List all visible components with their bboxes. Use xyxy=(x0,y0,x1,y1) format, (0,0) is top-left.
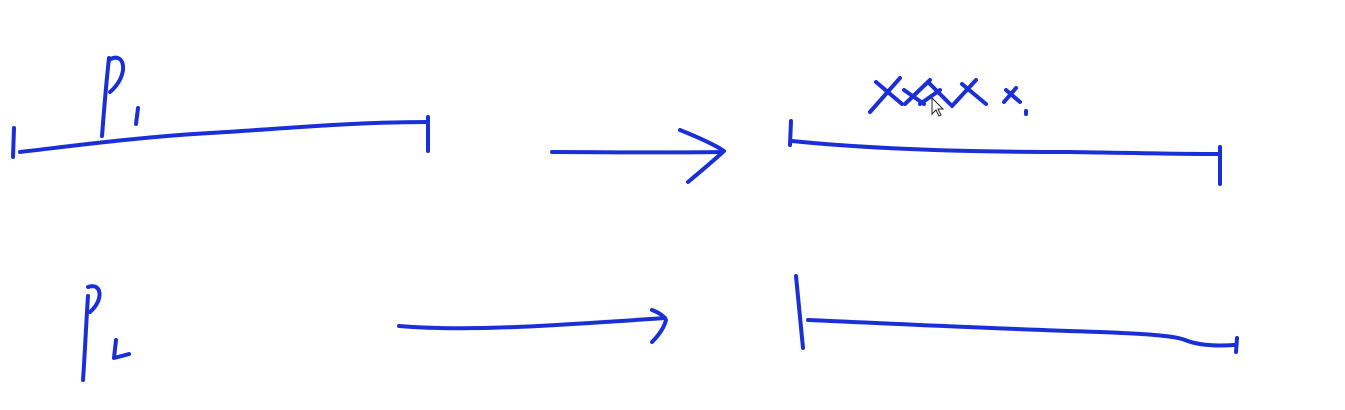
label-p2-p-stem xyxy=(81,294,90,382)
segment-p1-line xyxy=(18,120,430,154)
x-mark-4b xyxy=(950,78,978,108)
label-p2-p-bowl xyxy=(86,284,102,314)
segment-result-bottom-left-tick xyxy=(794,274,805,350)
label-p2-subscript-2 xyxy=(112,338,131,360)
x-mark-3b xyxy=(918,88,942,106)
segment-result-bottom-right-tick xyxy=(1234,336,1239,354)
arrow-bottom xyxy=(397,308,668,344)
label-p1-subscript-1 xyxy=(134,106,140,126)
segment-result-top-line xyxy=(790,139,1220,156)
label-p2: p₂ xyxy=(81,284,131,382)
label-p1-p-stem xyxy=(100,56,111,138)
label-p1-p-bowl xyxy=(107,55,126,94)
cursor-arrow xyxy=(931,96,945,117)
arrow-pointer-icon xyxy=(931,96,945,117)
x-mark-5a xyxy=(1004,88,1022,104)
arrow-top-head xyxy=(678,128,726,184)
x-mark-1b xyxy=(868,76,902,114)
arrow-bottom-shaft xyxy=(397,316,667,331)
arrow-top xyxy=(550,128,726,184)
x-mark-5b xyxy=(1002,86,1018,104)
segment-result-bottom-line xyxy=(806,318,1236,348)
label-p1: p₁ xyxy=(100,55,140,138)
segment-p1: p₁ xyxy=(11,55,430,159)
x-marks xyxy=(868,76,1028,116)
arrow-bottom-head xyxy=(650,308,668,344)
segment-result-top xyxy=(788,76,1222,186)
segment-p1-left-tick xyxy=(11,126,16,159)
segment-result-bottom xyxy=(794,274,1239,354)
x-mark-4a xyxy=(960,82,988,106)
x-mark-2b xyxy=(903,78,932,106)
